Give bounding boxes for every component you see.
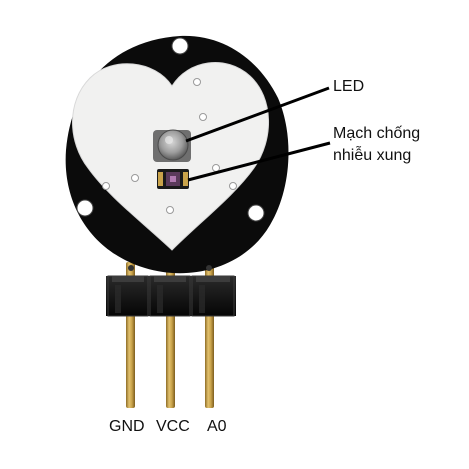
led-component bbox=[153, 129, 191, 162]
noise-filter-label-line2: nhiễu xung bbox=[333, 147, 412, 164]
pin-header bbox=[106, 275, 236, 317]
circuit-leader-line bbox=[187, 141, 331, 182]
led-leader-line bbox=[185, 86, 330, 143]
mounting-hole-top bbox=[171, 37, 189, 55]
noise-filter-chip bbox=[157, 169, 189, 189]
pin-label-gnd: GND bbox=[109, 418, 145, 435]
noise-filter-label-line1: Mạch chống bbox=[333, 125, 421, 142]
mounting-hole-right bbox=[247, 204, 265, 222]
mounting-hole-left bbox=[76, 199, 94, 217]
led-label: LED bbox=[333, 78, 365, 95]
pin-label-vcc: VCC bbox=[156, 418, 190, 435]
pin-label-a0: A0 bbox=[207, 418, 227, 435]
